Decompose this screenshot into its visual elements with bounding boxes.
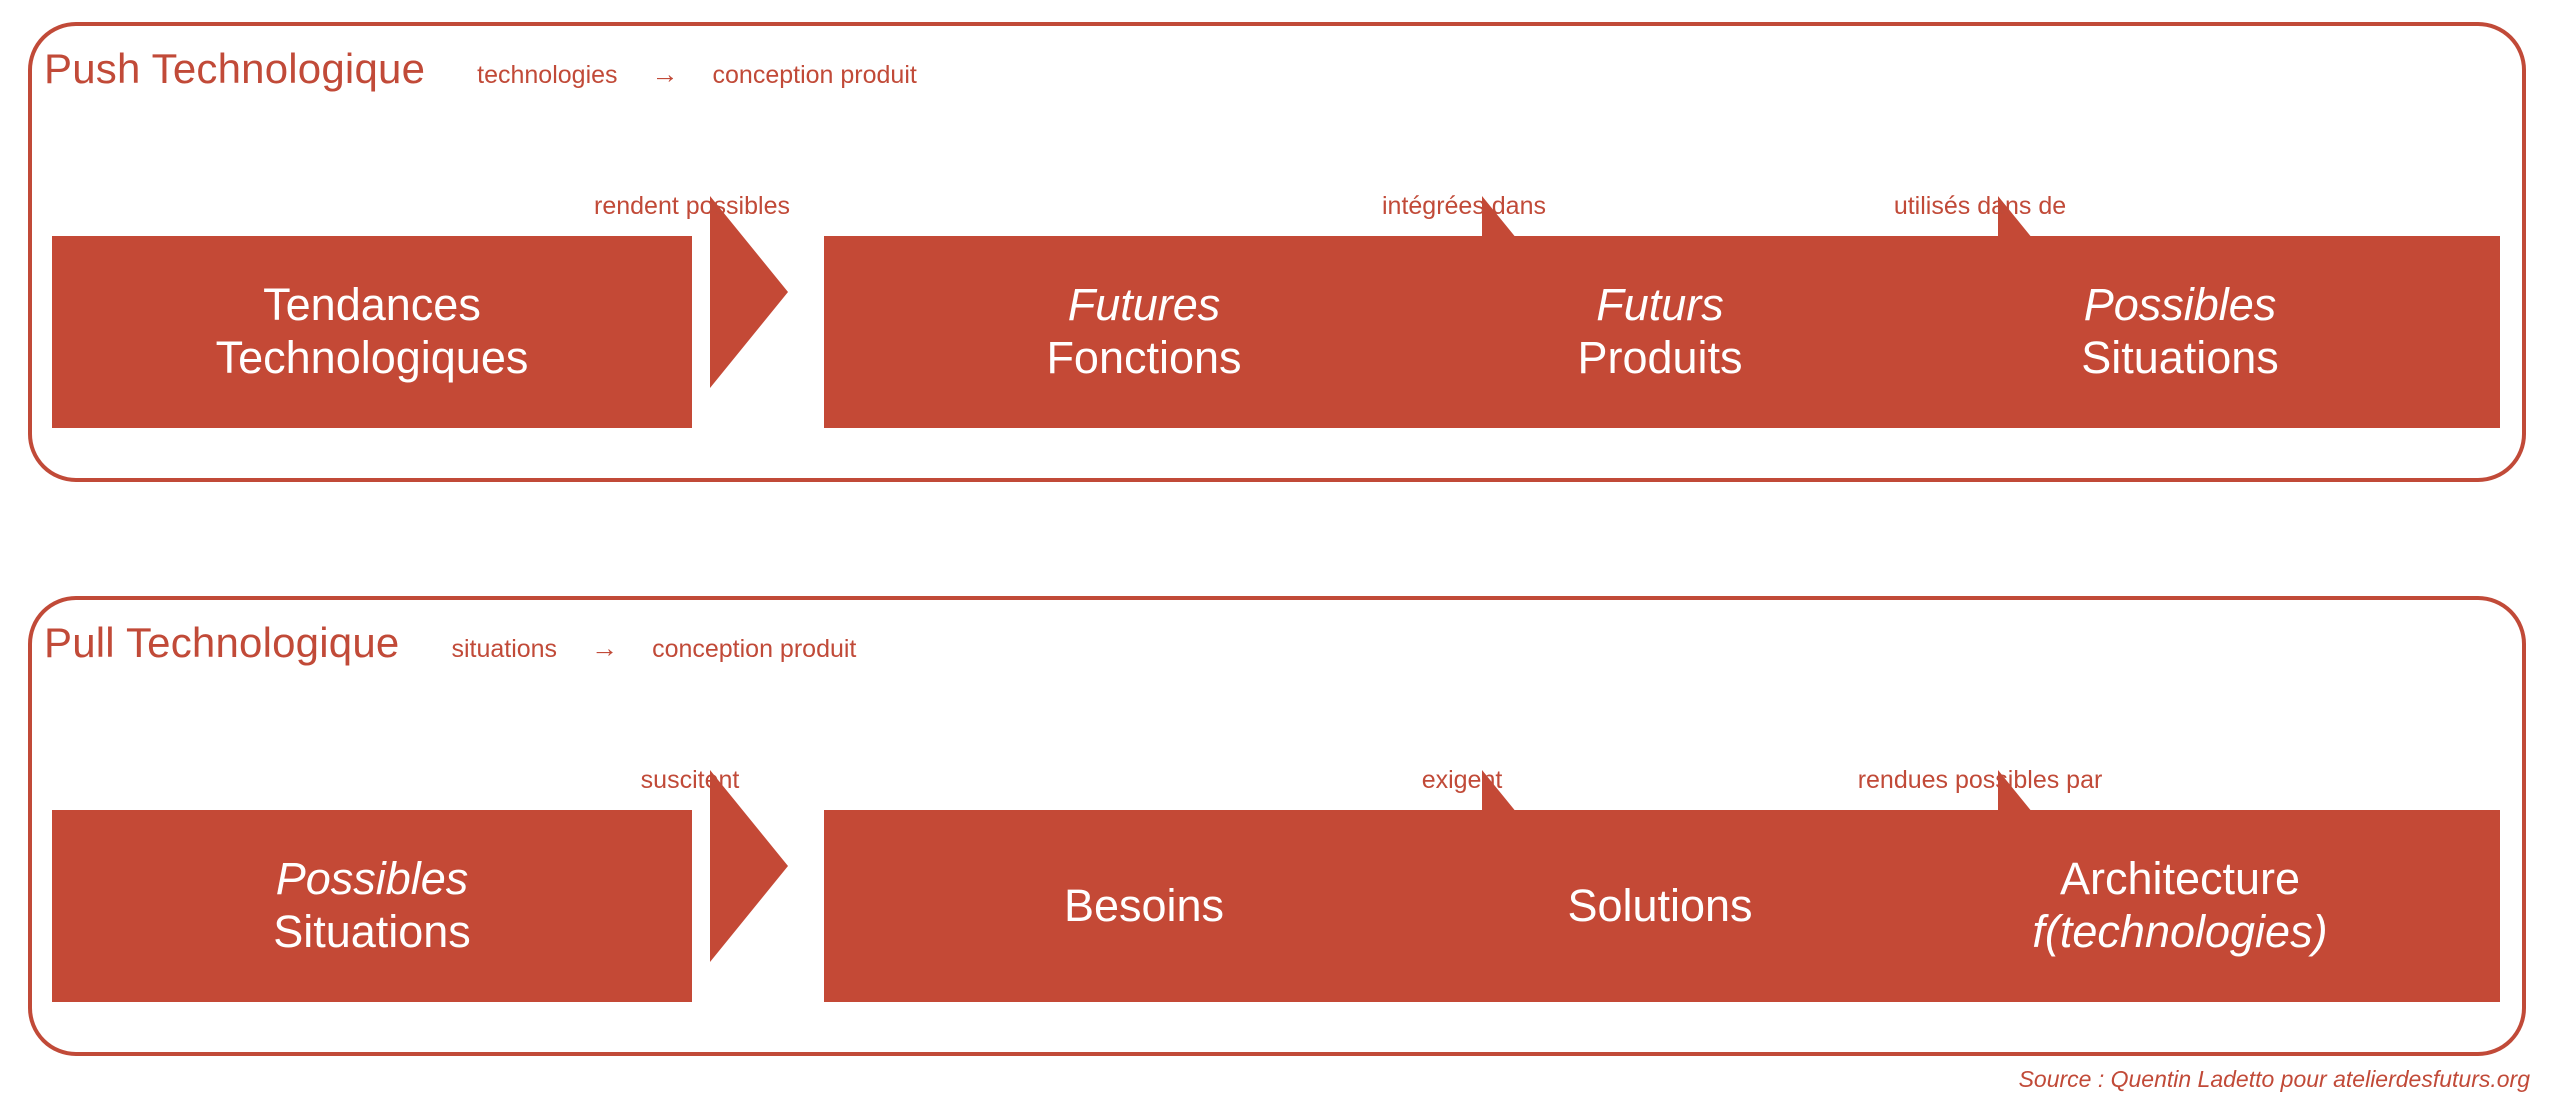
chevron-right-icon [710, 196, 788, 388]
step-box-line-1: Futures [1067, 279, 1221, 331]
panel-pull-title: Pull Technologique [44, 619, 400, 666]
step-box-line-1: Architecture [2059, 853, 2301, 905]
panel-pull-header: Pull Technologique situations → concepti… [44, 622, 856, 664]
step-box-line-1: Besoins [1063, 879, 1225, 931]
step-box-line-2: Situations [2081, 332, 2279, 383]
connector-label-push-1: rendent possibles [594, 192, 790, 220]
flow-step: Possibles Situations [52, 810, 692, 1002]
panel-pull-subtitle-to: conception produit [652, 635, 857, 663]
step-box-line-2: f(technologies) [2032, 906, 2328, 957]
step-box-line-1: Possibles [2083, 279, 2277, 331]
panel-push-header: Push Technologique technologies → concep… [44, 48, 917, 90]
step-box-line-1: Possibles [275, 853, 469, 905]
step-box-line-1: Futurs [1596, 279, 1724, 331]
flow-push-steps: Tendances Technologiques rendent possibl… [52, 192, 2502, 456]
step-box-line-2: Produits [1577, 332, 1743, 383]
panel-pull-subtitle-from: situations [451, 635, 558, 663]
step-box-pull-4: Architecture f(technologies) [1860, 810, 2500, 1002]
panel-push-subtitle-to: conception produit [712, 61, 917, 89]
step-box-line-1: Solutions [1567, 879, 1753, 931]
step-box-line-2: Technologiques [215, 332, 529, 383]
step-box-line-1: Tendances [263, 279, 481, 331]
connector-label-pull-3: rendues possibles par [1857, 766, 2103, 794]
arrow-right-icon: → [651, 59, 679, 89]
flow-pull-steps: Possibles Situations suscitent Besoins e… [52, 766, 2502, 1030]
step-box-push-4: Possibles Situations [1860, 236, 2500, 428]
panel-push-title: Push Technologique [44, 45, 426, 92]
panel-push-subtitle: technologies → conception produit [477, 61, 917, 88]
chevron-right-icon [710, 770, 788, 962]
step-box-pull-1: Possibles Situations [52, 810, 692, 1002]
connector-label-pull-1: suscitent [640, 766, 740, 794]
panel-push-subtitle-from: technologies [477, 61, 618, 89]
connector-label-push-3: utilisés dans de [1893, 192, 2067, 220]
step-box-line-2: Fonctions [1046, 332, 1242, 383]
arrow-right-icon: → [591, 633, 619, 663]
flow-step: Possibles Situations [1860, 236, 2500, 428]
connector-label-push-2: intégrées dans [1381, 192, 1547, 220]
panel-pull-subtitle: situations → conception produit [451, 635, 856, 662]
flow-step: Tendances Technologiques [52, 236, 692, 428]
step-box-line-2: Situations [273, 906, 471, 957]
connector-label-pull-2: exigent [1421, 766, 1503, 794]
source-credit: Source : Quentin Ladetto pour atelierdes… [2018, 1066, 2530, 1092]
step-box-push-1: Tendances Technologiques [52, 236, 692, 428]
flow-step: Architecture f(technologies) [1860, 810, 2500, 1002]
